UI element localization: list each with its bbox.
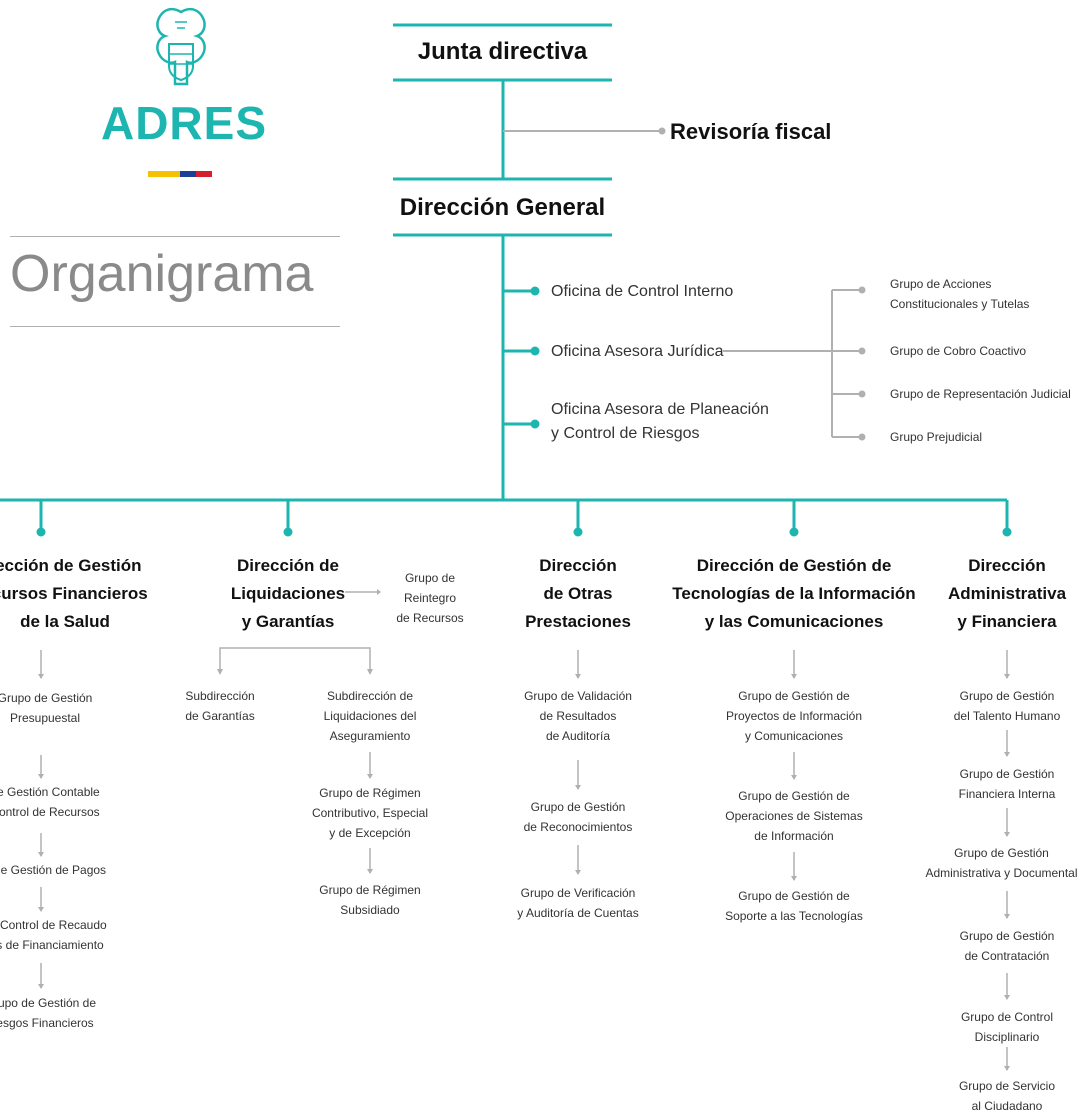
direction-3-group-3: Grupo de Verificación y Auditoría de Cue… — [517, 886, 639, 920]
group-arrowhead — [791, 674, 797, 679]
liquidaciones-fork — [219, 647, 371, 672]
heading-rule-top — [10, 236, 340, 237]
group-arrowhead — [1004, 1066, 1010, 1071]
flag-yellow — [148, 171, 180, 177]
page-title: Organigrama — [10, 245, 314, 303]
group-arrowhead — [38, 674, 44, 679]
group-arrowhead — [791, 876, 797, 881]
revisoria-dot — [658, 127, 666, 135]
office-asesora-juridica: Oficina Asesora Jurídica — [551, 343, 724, 360]
juridica-dot-2 — [858, 347, 866, 355]
direction-5-group-2: Grupo de Gestión Financiera Interna — [958, 767, 1056, 801]
bus-dot-2 — [283, 527, 293, 537]
logo-name: ADRES — [100, 97, 268, 149]
direction-5-title: Dirección Administrativa y Financiera — [947, 556, 1067, 631]
direction-1-group-1: Grupo de Gestión Presupuestal — [0, 691, 93, 725]
flag-red — [196, 171, 212, 177]
group-arrowhead — [367, 774, 373, 779]
juridica-dot-4 — [858, 433, 866, 441]
group-arrowhead — [791, 775, 797, 780]
subdireccion-garantias: Subdirección de Garantías — [185, 689, 255, 723]
office-control-interno: Oficina de Control Interno — [551, 283, 734, 300]
office-dot-1 — [530, 286, 540, 296]
direction-5-group-3: Grupo de Gestión Administrativa y Docume… — [925, 846, 1078, 880]
group-arrowhead — [367, 869, 373, 874]
group-arrowhead — [38, 774, 44, 779]
group-arrowhead — [38, 852, 44, 857]
direction-3-group-2: Grupo de Gestión de Reconocimientos — [523, 800, 633, 834]
group-arrowhead — [38, 984, 44, 989]
direction-5-group-5: Grupo de Control Disciplinario — [960, 1010, 1054, 1044]
group-arrowhead — [1004, 674, 1010, 679]
direction-5-group-1: Grupo de Gestión del Talento Humano — [953, 689, 1061, 723]
group-arrowhead — [1004, 914, 1010, 919]
subdireccion-liquidaciones: Subdirección de Liquidaciones del Asegur… — [323, 689, 417, 743]
group-arrowhead — [575, 674, 581, 679]
office-planeacion: Oficina Asesora de Planeación y Control … — [551, 401, 769, 442]
direction-2-group-1: Grupo de Régimen Contributivo, Especial … — [311, 786, 429, 840]
direction-3-title: Dirección de Otras Prestaciones — [525, 556, 631, 631]
reintegro-arrowhead — [377, 589, 381, 595]
direction-1-group-5: rupo de Gestión de esgos Financieros — [0, 996, 97, 1030]
bus-dot-3 — [573, 527, 583, 537]
direccion-general: Dirección General — [399, 194, 606, 221]
group-arrowhead — [575, 870, 581, 875]
direction-1-title: rección de Gestión ecursos Financieros d… — [0, 556, 148, 631]
group-arrowhead — [1004, 832, 1010, 837]
bus-dot-5 — [1002, 527, 1012, 537]
office-dot-2 — [530, 346, 540, 356]
direction-1-group-3: o de Gestión de Pagos — [0, 863, 107, 877]
fork-arrowhead-left — [217, 669, 223, 675]
office-dot-3 — [530, 419, 540, 429]
direction-4-title: Dirección de Gestión de Tecnologías de l… — [672, 556, 916, 631]
direction-5-group-4: Grupo de Gestión de Contratación — [959, 929, 1055, 963]
juridica-group-1: Grupo de Acciones Constitucionales y Tut… — [890, 277, 1030, 311]
direction-1-group-4: de Control de Recaudo tes de Financiamie… — [0, 918, 107, 952]
direction-4-group-2: Grupo de Gestión de Operaciones de Siste… — [725, 789, 863, 843]
direction-4-group-1: Grupo de Gestión de Proyectos de Informa… — [725, 689, 863, 743]
flag-blue — [180, 171, 196, 177]
juridica-group-3: Grupo de Representación Judicial — [890, 387, 1071, 401]
junta-directiva: Junta directiva — [417, 38, 588, 65]
reintegro-group: Grupo de Reintegro de Recursos — [396, 571, 464, 625]
coat-of-arms-icon — [156, 7, 206, 86]
direction-5-group-6: Grupo de Servicio al Ciudadano — [958, 1079, 1056, 1113]
revisoria-fiscal: Revisoría fiscal — [670, 119, 832, 144]
juridica-dot-1 — [858, 286, 866, 294]
juridica-dot-3 — [858, 390, 866, 398]
bus-dot-4 — [789, 527, 799, 537]
juridica-group-2: Grupo de Cobro Coactivo — [890, 344, 1027, 358]
flag-stripe — [148, 171, 212, 177]
group-arrowhead — [1004, 752, 1010, 757]
direction-4-group-3: Grupo de Gestión de Soporte a las Tecnol… — [725, 889, 863, 923]
group-arrowhead — [1004, 995, 1010, 1000]
group-arrowhead — [38, 907, 44, 912]
fork-arrowhead-right — [367, 669, 373, 675]
direction-2-title: Dirección de Liquidaciones y Garantías — [230, 556, 346, 631]
group-arrowhead — [575, 785, 581, 790]
direction-2-group-2: Grupo de Régimen Subsidiado — [319, 883, 421, 917]
direction-3-group-1: Grupo de Validación de Resultados de Aud… — [524, 689, 632, 743]
juridica-group-4: Grupo Prejudicial — [890, 430, 983, 444]
direction-1-group-2: de Gestión Contable Control de Recursos — [0, 785, 100, 819]
bus-dot-1 — [36, 527, 46, 537]
heading-rule-bottom — [10, 326, 340, 327]
